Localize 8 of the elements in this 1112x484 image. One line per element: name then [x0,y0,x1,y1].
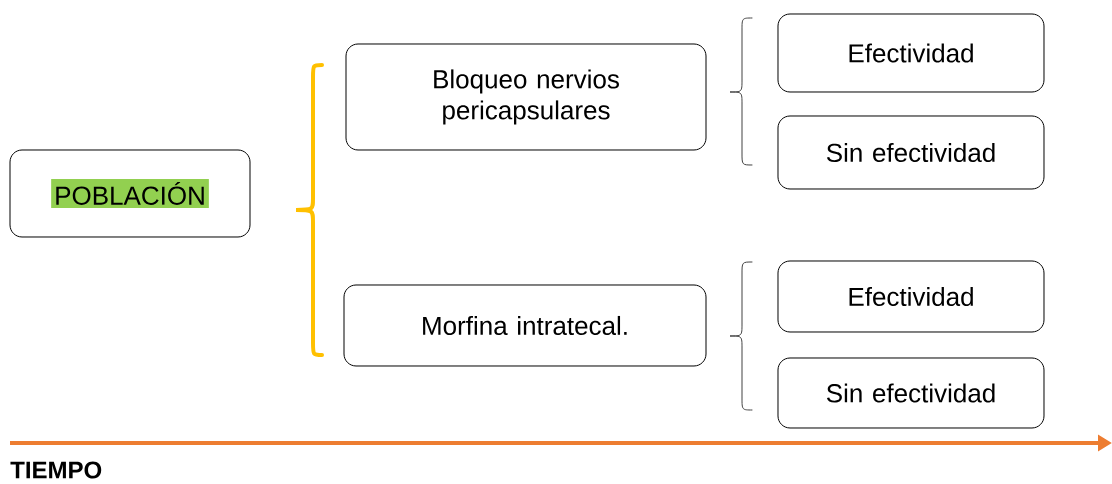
population-box: POBLACIÓN [9,149,251,238]
process-box: Efectividad [777,260,1045,333]
axis-label: TIEMPO [10,461,102,479]
process-box: Sin efectividad [777,115,1045,190]
process-box: Bloqueo nervios pericapsulares [345,43,707,151]
process-box: Sin efectividad [777,357,1045,429]
process-box: Efectividad [777,13,1045,93]
process-box: Morfina intratecal. [343,284,707,367]
